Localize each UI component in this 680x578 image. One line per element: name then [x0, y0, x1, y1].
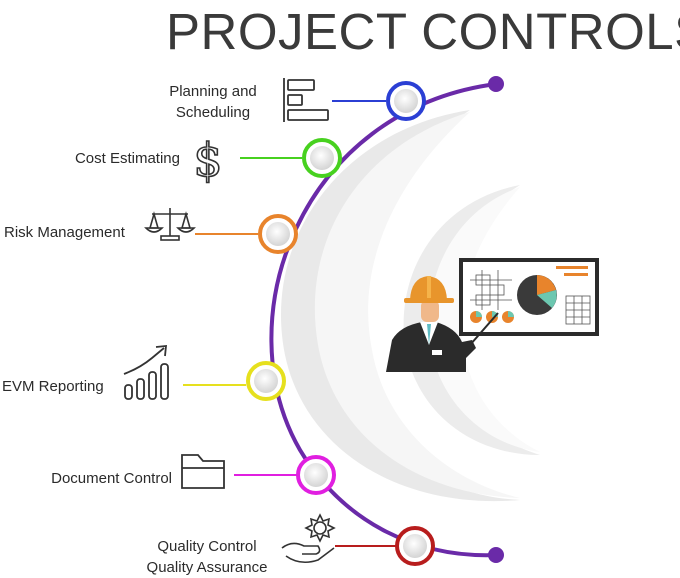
node-cost[interactable] — [302, 138, 342, 178]
folder-icon — [181, 454, 225, 489]
label-planning-scheduling: Planning and Scheduling — [169, 83, 257, 121]
arc-end-dot-bottom — [488, 547, 504, 563]
label-risk-management: Risk Management — [4, 224, 125, 241]
balance-scale-icon — [144, 208, 196, 241]
quality-badge-hand-icon — [281, 513, 336, 564]
label-evm-reporting: EVM Reporting — [2, 378, 104, 395]
arc-end-dot-top — [488, 76, 504, 92]
page-title: PROJECT CONTROLS — [166, 3, 680, 60]
gantt-chart-icon — [283, 78, 329, 122]
node-document[interactable] — [296, 455, 336, 495]
node-planning[interactable] — [386, 81, 426, 121]
node-risk[interactable] — [258, 214, 298, 254]
dollar-sign-icon: $ — [193, 132, 224, 188]
crescent-shading — [280, 110, 540, 502]
presentation-board-icon — [459, 258, 599, 336]
label-cost-estimating: Cost Estimating — [74, 150, 180, 167]
node-quality[interactable] — [395, 526, 435, 566]
node-evm[interactable] — [246, 361, 286, 401]
label-document-control: Document Control — [51, 470, 172, 487]
engineer-presenting-icon — [386, 276, 499, 372]
label-quality-control-assurance: Quality Control Quality Assurance — [146, 538, 268, 576]
svg-text:$: $ — [193, 133, 222, 187]
growth-bar-chart-icon — [123, 344, 169, 400]
